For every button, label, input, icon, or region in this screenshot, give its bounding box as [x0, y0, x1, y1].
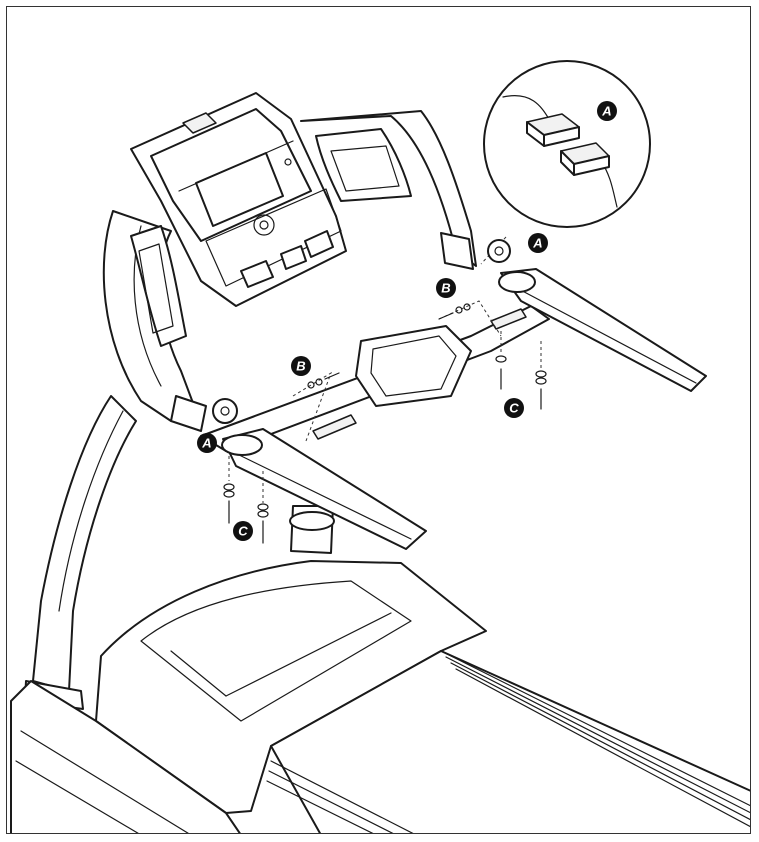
bolt-group-right	[438, 300, 502, 337]
screws-left	[223, 456, 269, 544]
callout-right-bolts-b: B	[436, 278, 456, 298]
center-column	[289, 505, 335, 554]
treadmill-assembly-diagram: A A B B C A C	[10, 60, 750, 833]
screws-right	[495, 331, 547, 410]
svg-text:A: A	[601, 104, 611, 119]
callout-inset-a: A	[597, 101, 617, 121]
svg-text:B: B	[296, 359, 305, 374]
svg-text:C: C	[238, 524, 248, 539]
handle-bar	[200, 305, 550, 452]
right-handrail	[498, 268, 707, 392]
callout-left-screws-c: C	[233, 521, 253, 541]
wire-connection-right	[487, 239, 511, 263]
console-frame	[102, 110, 477, 432]
running-belt	[266, 650, 750, 833]
svg-text:C: C	[509, 401, 519, 416]
wire-connection-left	[212, 398, 238, 424]
left-handrail	[221, 428, 427, 550]
console-head	[130, 92, 347, 307]
callout-right-wire-a: A	[528, 233, 548, 253]
callout-left-wire-a: A	[197, 433, 217, 453]
callout-left-bolts-b: B	[291, 356, 311, 376]
callout-right-screws-c: C	[504, 398, 524, 418]
diagram-frame: A A B B C A C	[6, 6, 751, 834]
svg-text:B: B	[441, 281, 450, 296]
bolt-group-left	[292, 371, 340, 442]
base-frame	[10, 680, 241, 833]
inset-connector-detail	[480, 60, 651, 265]
svg-text:A: A	[532, 236, 542, 251]
svg-text:A: A	[201, 436, 211, 451]
